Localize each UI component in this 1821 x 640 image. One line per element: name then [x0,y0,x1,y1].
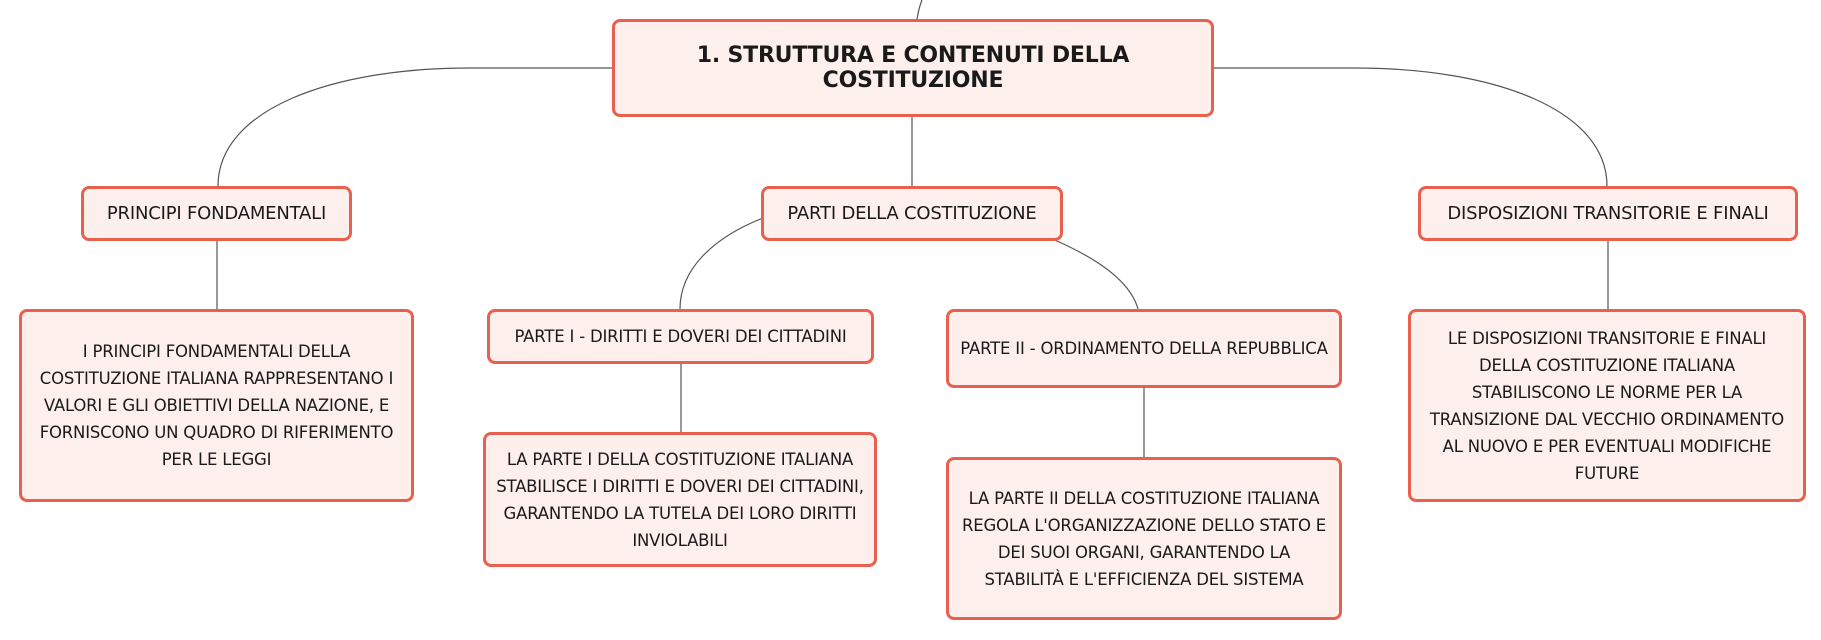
principi-description-text: I PRINCIPI FONDAMENTALI DELLA COSTITUZIO… [39,342,394,469]
parti-costituzione-node[interactable]: PARTI DELLA COSTITUZIONE [761,186,1063,241]
principi-fondamentali-label: PRINCIPI FONDAMENTALI [106,203,327,224]
parte-2-label: PARTE II - ORDINAMENTO DELLA REPUBBLICA [960,339,1328,358]
connector-parti-to-parte1 [679,217,764,310]
connector-parent-to-root [916,0,923,20]
parte-2-description-node[interactable]: LA PARTE II DELLA COSTITUZIONE ITALIANA … [946,457,1342,620]
parte-1-label: PARTE I - DIRITTI E DOVERI DEI CITTADINI [514,327,847,346]
disposizioni-description-node[interactable]: LE DISPOSIZIONI TRANSITORIE E FINALI DEL… [1408,309,1806,502]
connector-root-to-principi [217,67,612,187]
root-topic-node[interactable]: 1. STRUTTURA E CONTENUTI DELLA COSTITUZI… [612,19,1214,117]
disposizioni-transitorie-label: DISPOSIZIONI TRANSITORIE E FINALI [1447,203,1769,224]
parte-1-description-text: LA PARTE I DELLA COSTITUZIONE ITALIANA S… [496,449,864,550]
disposizioni-description-text: LE DISPOSIZIONI TRANSITORIE E FINALI DEL… [1429,328,1785,483]
principi-fondamentali-node[interactable]: PRINCIPI FONDAMENTALI [81,186,352,241]
principi-description-node[interactable]: I PRINCIPI FONDAMENTALI DELLA COSTITUZIO… [19,309,414,502]
parti-costituzione-label: PARTI DELLA COSTITUZIONE [787,203,1037,224]
connector-root-to-disposizioni [1214,67,1608,187]
disposizioni-transitorie-node[interactable]: DISPOSIZIONI TRANSITORIE E FINALI [1418,186,1798,241]
root-topic-label: 1. STRUTTURA E CONTENUTI DELLA COSTITUZI… [696,43,1130,93]
connector-parti-to-parte2 [1049,237,1139,310]
parte-1-node[interactable]: PARTE I - DIRITTI E DOVERI DEI CITTADINI [487,309,874,364]
parte-2-node[interactable]: PARTE II - ORDINAMENTO DELLA REPUBBLICA [946,309,1342,388]
parte-1-description-node[interactable]: LA PARTE I DELLA COSTITUZIONE ITALIANA S… [483,432,877,567]
parte-2-description-text: LA PARTE II DELLA COSTITUZIONE ITALIANA … [961,488,1327,589]
